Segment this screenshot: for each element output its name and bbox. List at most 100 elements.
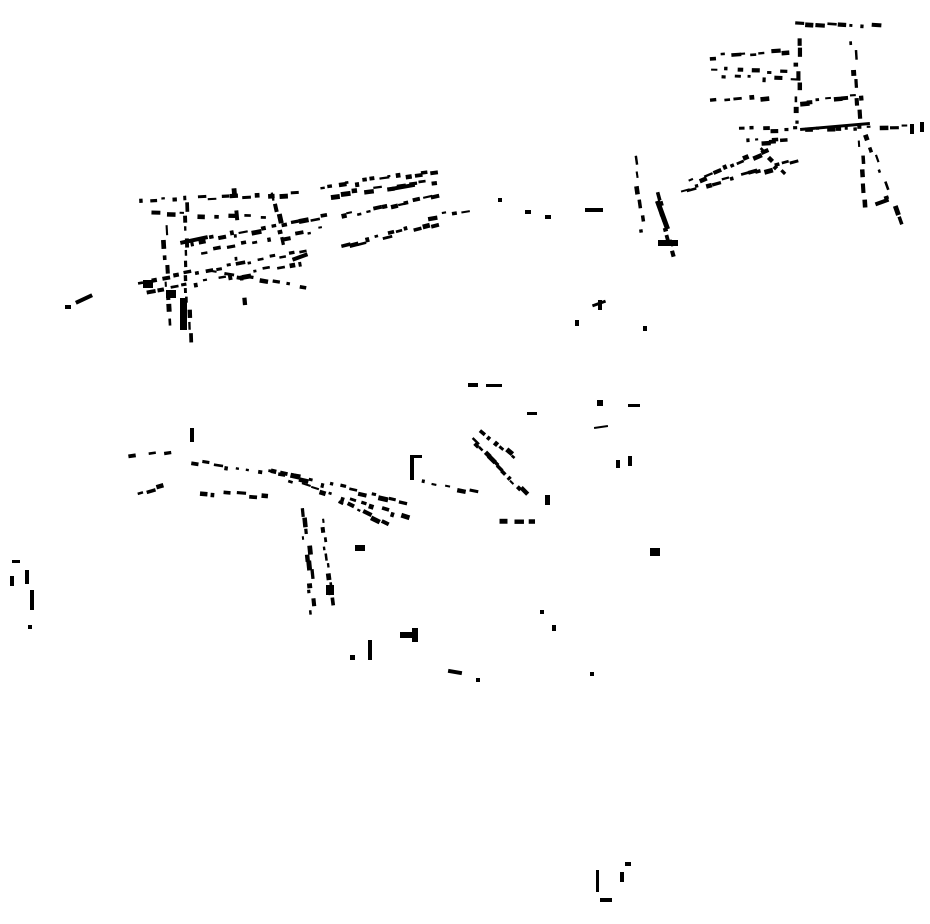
building [146, 488, 157, 495]
building [137, 491, 144, 496]
building [468, 383, 478, 387]
building [179, 235, 209, 245]
building [866, 125, 871, 128]
building [705, 182, 713, 189]
building [381, 203, 388, 210]
building [800, 121, 870, 132]
building [190, 428, 194, 442]
building [354, 182, 360, 188]
building [338, 181, 347, 188]
building [545, 215, 551, 219]
building [356, 508, 361, 513]
building [637, 199, 643, 209]
building [281, 222, 288, 228]
building [734, 74, 741, 78]
building [750, 53, 757, 57]
building [310, 217, 321, 222]
building [269, 253, 276, 258]
building [456, 488, 467, 495]
building [825, 96, 831, 100]
building [190, 461, 199, 467]
building [849, 93, 856, 97]
building [190, 241, 195, 247]
building [412, 628, 418, 642]
building [351, 188, 358, 194]
building [794, 96, 798, 103]
building [884, 181, 890, 191]
building [244, 214, 251, 217]
building [879, 125, 889, 131]
building [853, 127, 857, 131]
building [901, 124, 908, 127]
building [758, 51, 765, 55]
building [239, 275, 243, 281]
building [183, 226, 187, 231]
building [194, 270, 200, 276]
building [897, 216, 904, 225]
building [74, 293, 94, 305]
building [784, 127, 789, 132]
settlement-upper-right [525, 21, 924, 258]
building [628, 404, 640, 407]
building [469, 488, 479, 494]
building [157, 287, 165, 293]
building [413, 226, 422, 232]
building [779, 138, 788, 143]
building [260, 216, 266, 219]
building [540, 610, 544, 614]
building [251, 229, 262, 236]
building [199, 491, 208, 497]
building [478, 446, 484, 452]
building [827, 22, 837, 26]
building [184, 249, 188, 256]
building [323, 537, 328, 543]
building [650, 548, 660, 556]
building [709, 97, 717, 102]
building [277, 229, 283, 235]
building [304, 554, 311, 563]
building [528, 519, 536, 524]
building [251, 240, 258, 245]
building [500, 469, 507, 476]
building [253, 269, 257, 273]
building [767, 70, 772, 74]
building [298, 217, 310, 224]
building [751, 68, 760, 73]
building [310, 485, 320, 491]
building [640, 215, 646, 222]
building [28, 625, 32, 629]
building [686, 187, 697, 193]
building [780, 69, 788, 73]
building [322, 518, 325, 524]
building [286, 281, 291, 286]
building [410, 455, 422, 458]
building [871, 22, 882, 28]
building [597, 400, 603, 406]
building [658, 240, 678, 246]
building [339, 496, 345, 503]
building [302, 517, 308, 528]
building [759, 147, 767, 154]
building [143, 280, 153, 288]
building [166, 303, 172, 312]
building [306, 560, 313, 571]
building [390, 203, 399, 210]
building [279, 193, 289, 199]
building [746, 138, 750, 143]
building [172, 197, 177, 202]
building [65, 305, 71, 309]
building [340, 190, 351, 198]
building [771, 137, 779, 142]
building [721, 75, 726, 79]
building [139, 198, 143, 203]
building [545, 495, 550, 505]
building [596, 870, 599, 892]
building [420, 170, 428, 175]
building [308, 610, 312, 615]
building [202, 459, 210, 465]
building [733, 96, 742, 101]
building [231, 188, 238, 198]
building [857, 109, 863, 119]
building [307, 589, 311, 594]
building [844, 126, 848, 130]
